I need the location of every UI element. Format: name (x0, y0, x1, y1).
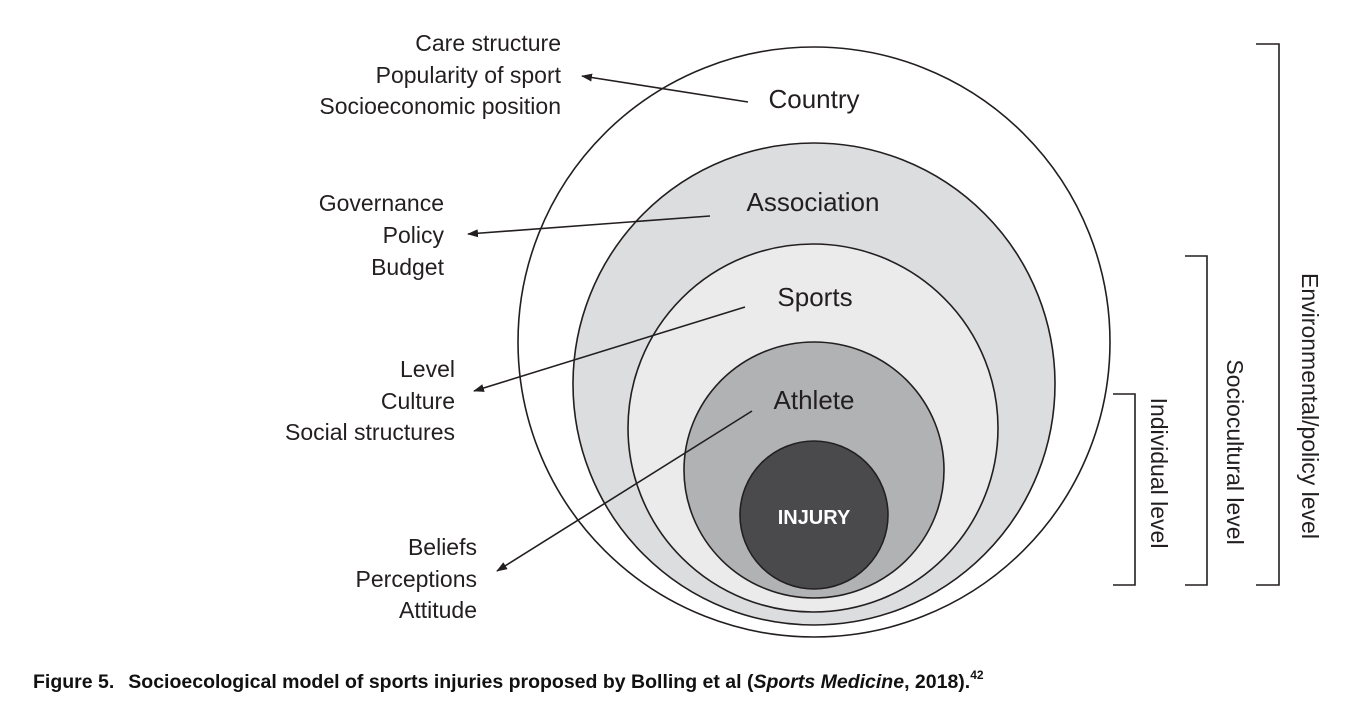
arrow-sports (473, 306, 746, 392)
reference-number: 42 (970, 668, 984, 682)
level-label-environmental: Environmental/policy level (1297, 273, 1323, 539)
factor-item: Culture (381, 388, 455, 414)
factors-association: Governance Policy Budget (319, 190, 445, 280)
bracket-individual (1113, 393, 1136, 586)
ring-label-athlete: Athlete (774, 385, 855, 415)
ring-injury (739, 440, 889, 590)
ring-label-association: Association (747, 187, 880, 217)
factor-item: Budget (371, 254, 445, 280)
level-label-individual: Individual level (1146, 398, 1172, 549)
factor-item: Socioeconomic position (319, 93, 561, 119)
factor-item: Perceptions (356, 566, 477, 592)
arrow-association (467, 215, 711, 238)
arrow-athlete (496, 410, 753, 572)
figure-caption: Figure 5. Socioecological model of sports… (33, 668, 984, 694)
factors-country: Care structure Popularity of sport Socio… (319, 30, 561, 119)
factor-item: Governance (319, 190, 444, 216)
factor-item: Beliefs (408, 534, 477, 560)
caption-journal: Sports Medicine (753, 671, 905, 693)
factor-item: Attitude (399, 597, 477, 623)
bracket-sociocultural (1185, 255, 1208, 586)
caption-text-end: , 2018). (904, 671, 971, 693)
factor-item: Level (400, 356, 455, 382)
level-label-sociocultural: Sociocultural level (1222, 359, 1248, 544)
factor-item: Popularity of sport (376, 62, 562, 88)
factors-sports: Level Culture Social structures (285, 356, 455, 445)
ring-label-sports: Sports (777, 282, 852, 312)
bracket-environmental (1256, 43, 1280, 586)
arrow-country (581, 73, 749, 103)
ring-label-injury: INJURY (778, 507, 851, 529)
factor-item: Social structures (285, 419, 455, 445)
ring-label-country: Country (768, 84, 859, 114)
figure-label: Figure 5. (33, 671, 115, 693)
factors-athlete: Beliefs Perceptions Attitude (356, 534, 477, 623)
factor-item: Policy (383, 222, 445, 248)
factor-item: Care structure (415, 30, 561, 56)
caption-text: Socioecological model of sports injuries… (128, 671, 754, 693)
